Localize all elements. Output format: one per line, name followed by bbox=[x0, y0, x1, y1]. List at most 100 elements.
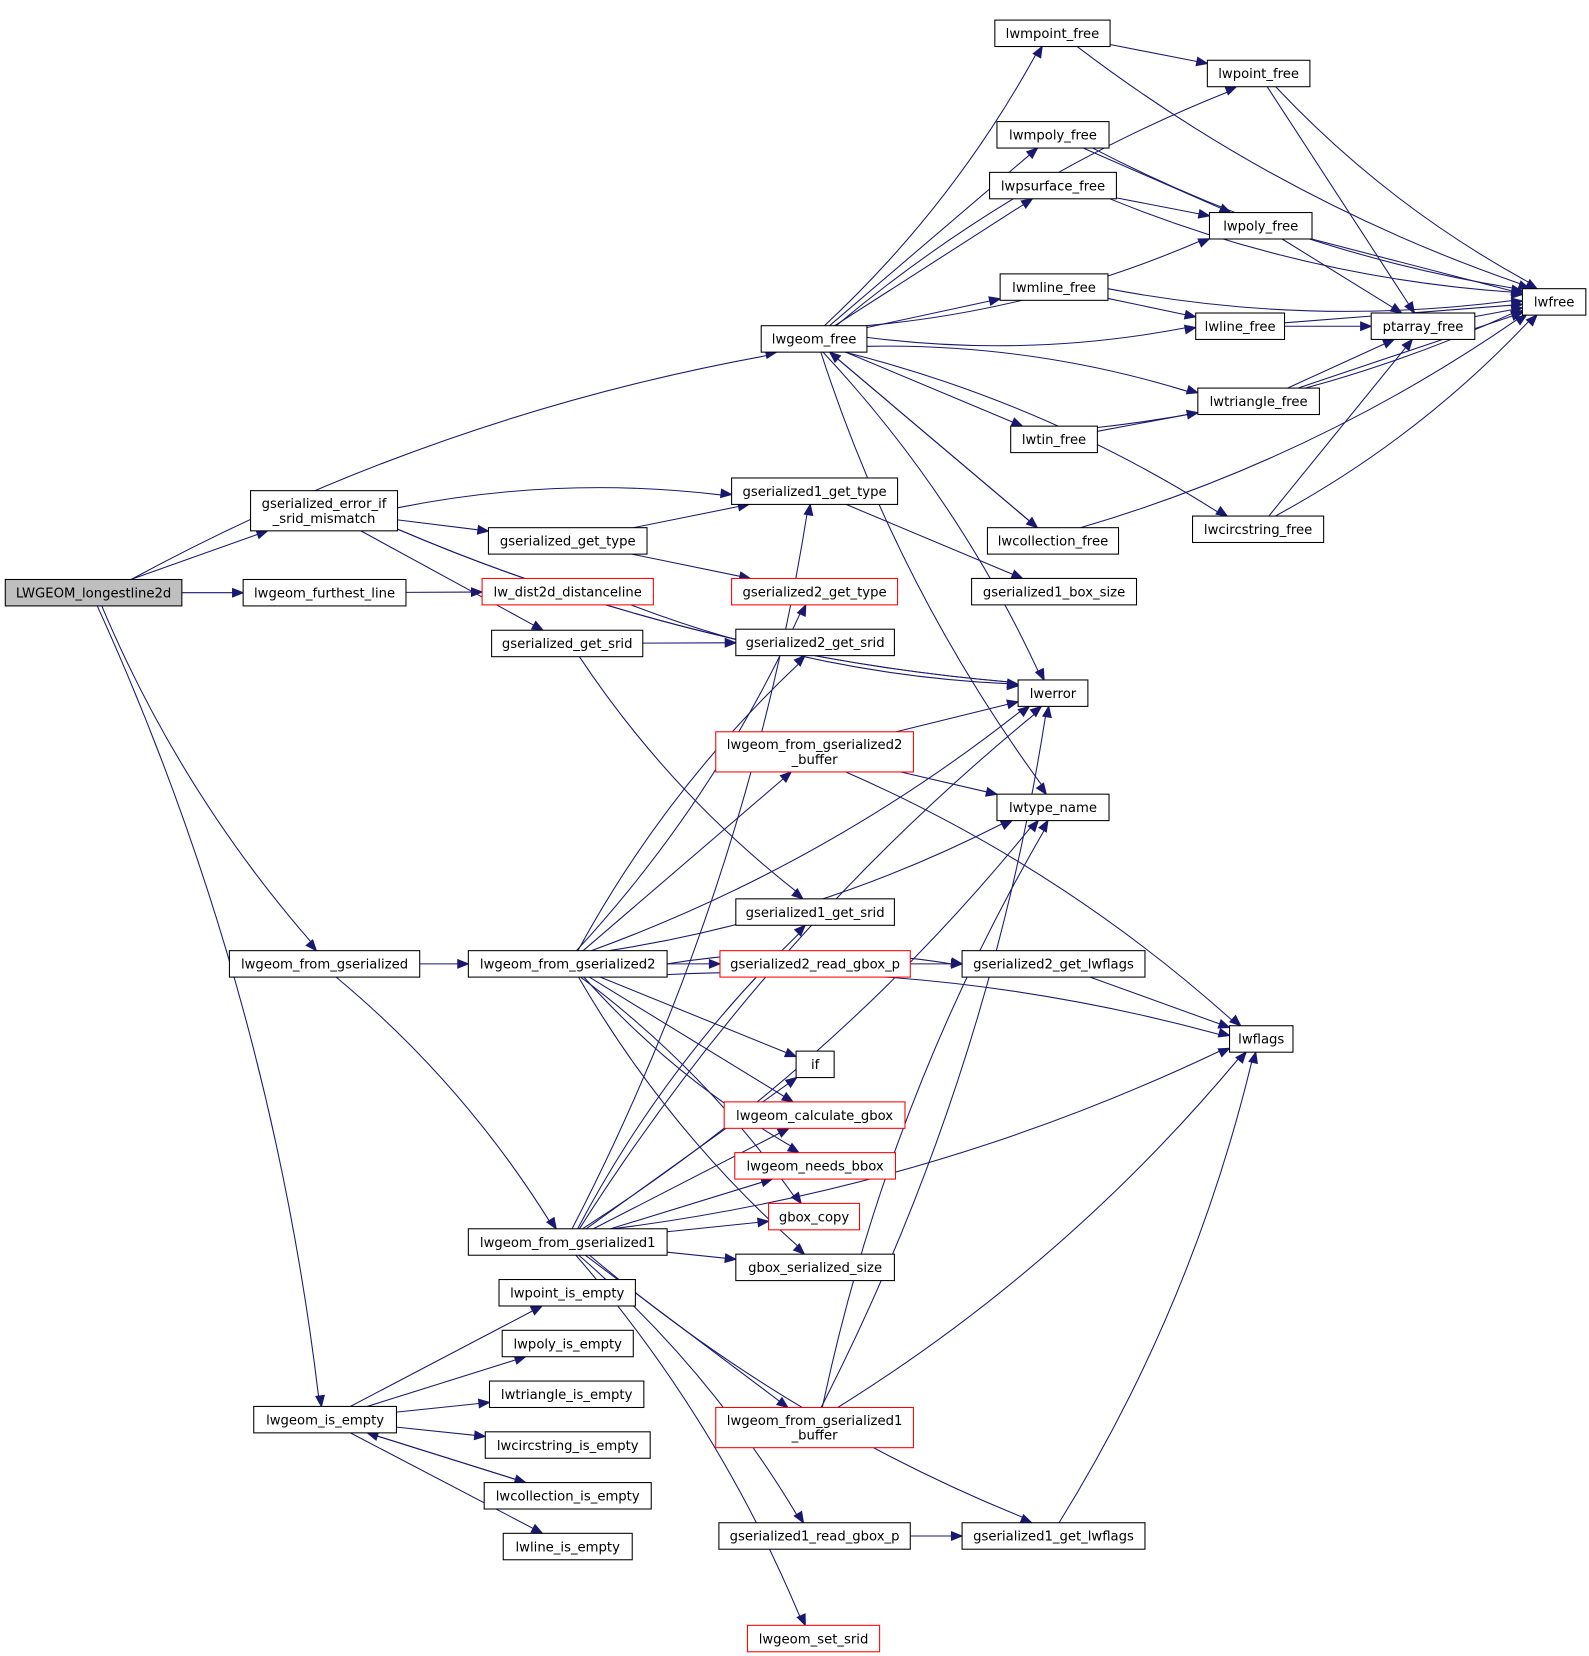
edge-root-to-lwgeom_from_gserialized bbox=[101, 605, 318, 952]
node-gserialized-error-if-srid-mismatch[interactable]: gserialized_error_if_srid_mismatch bbox=[250, 490, 399, 532]
edge-lwgeom_from_gserialized-to-lwgeom_from_gserialized1 bbox=[335, 976, 557, 1230]
node-if[interactable]: if bbox=[795, 1050, 835, 1079]
node-lwgeom-from-gserialized[interactable]: lwgeom_from_gserialized bbox=[228, 950, 421, 978]
node-lwgeom-free[interactable]: lwgeom_free bbox=[760, 325, 868, 353]
node-lwtriangle-free[interactable]: lwtriangle_free bbox=[1197, 387, 1320, 416]
arrowhead-icon bbox=[783, 1047, 798, 1058]
edge-line bbox=[396, 1426, 475, 1436]
node-gserialized2-get-lwflags[interactable]: gserialized2_get_lwflags bbox=[961, 950, 1146, 978]
edge-lwpoint_free-to-lwfree bbox=[1275, 86, 1539, 290]
node-lwpoint-is-empty[interactable]: lwpoint_is_empty bbox=[498, 1279, 636, 1307]
arrowhead-icon bbox=[1010, 417, 1024, 427]
node-gserialized1-box-size[interactable]: gserialized1_box_size bbox=[971, 577, 1138, 606]
arrowhead-icon bbox=[1510, 311, 1524, 321]
edge-line bbox=[837, 1058, 1239, 1408]
arrowhead-icon bbox=[530, 620, 545, 631]
node-lwgeom-is-empty[interactable]: lwgeom_is_empty bbox=[253, 1405, 397, 1434]
node-lwpoly-is-empty[interactable]: lwpoly_is_empty bbox=[501, 1329, 634, 1358]
node-box bbox=[989, 171, 1117, 200]
node-gserialized2-read-gbox-p[interactable]: gserialized2_read_gbox_p bbox=[719, 950, 911, 978]
arrowhead-icon bbox=[1032, 45, 1043, 59]
node-gserialized1-get-type[interactable]: gserialized1_get_type bbox=[731, 477, 899, 505]
node-lwpoly-free[interactable]: lwpoly_free bbox=[1208, 212, 1313, 240]
edge-lwmpoint_free-to-lwpoint_free bbox=[1109, 44, 1209, 67]
edge-lwgeom_from_gserialized2-to-lwtype_name bbox=[608, 819, 1014, 952]
node-label: ptarray_free bbox=[1383, 320, 1464, 335]
arrowhead-icon bbox=[1197, 208, 1211, 219]
node-gserialized1-read-gbox-p[interactable]: gserialized1_read_gbox_p bbox=[718, 1522, 911, 1550]
node-lwpsurface-free[interactable]: lwpsurface_free bbox=[989, 171, 1117, 200]
edge-lwgeom_from_gserialized2_buffer-to-lwtype_name bbox=[900, 771, 999, 797]
node-lwtriangle-is-empty[interactable]: lwtriangle_is_empty bbox=[488, 1380, 645, 1409]
node-lwline-free[interactable]: lwline_free bbox=[1195, 312, 1286, 340]
node-gserialized2-get-type[interactable]: gserialized2_get_type bbox=[731, 577, 899, 606]
arrowhead-icon bbox=[1229, 1014, 1242, 1027]
edge-line bbox=[577, 663, 799, 951]
node-lwgeom-from-gserialized1-buffer[interactable]: lwgeom_from_gserialized1_buffer bbox=[715, 1406, 914, 1449]
edge-lwpoly_free-to-ptarray_free bbox=[1281, 238, 1403, 314]
arrowhead-icon bbox=[1510, 286, 1524, 296]
edge-line bbox=[1474, 309, 1513, 318]
edge-lwgeom_free-to-lwmpoint_free bbox=[824, 45, 1043, 327]
node-lwgeom-calculate-gbox[interactable]: lwgeom_calculate_gbox bbox=[723, 1101, 906, 1129]
node-gbox-copy[interactable]: gbox_copy bbox=[768, 1202, 861, 1231]
node-label: lwgeom_free bbox=[772, 333, 857, 348]
node-lwcircstring-free[interactable]: lwcircstring_free bbox=[1192, 515, 1325, 544]
node-lw-dist2d-distanceline[interactable]: lw_dist2d_distanceline bbox=[481, 577, 654, 606]
edge-gserialized_get_type-to-gserialized2_get_type bbox=[631, 553, 752, 582]
node-lwtype-name[interactable]: lwtype_name bbox=[996, 793, 1110, 822]
node-lwmpoint-free[interactable]: lwmpoint_free bbox=[994, 19, 1111, 48]
node-label: lwpoly_free bbox=[1223, 220, 1298, 235]
edge-line bbox=[130, 355, 767, 580]
node-ptarray-free[interactable]: ptarray_free bbox=[1370, 312, 1476, 340]
edge-lwgeom_free-to-lwtriangle_free bbox=[866, 345, 1200, 395]
node-label: gserialized1_get_type bbox=[743, 485, 887, 500]
edge-lwgeom_from_gserialized1-to-lwflags bbox=[612, 1047, 1231, 1230]
node-lwgeom-from-gserialized1[interactable]: lwgeom_from_gserialized1 bbox=[467, 1228, 668, 1256]
edge-line bbox=[1275, 321, 1529, 517]
arrowhead-icon bbox=[724, 1253, 738, 1264]
node-lwcircstring-is-empty[interactable]: lwcircstring_is_empty bbox=[484, 1431, 651, 1459]
node-lwcollection-free[interactable]: lwcollection_free bbox=[986, 527, 1120, 555]
edge-lwgeom_from_gserialized1-to-gserialized1_get_type bbox=[571, 503, 814, 1230]
arrowhead-icon bbox=[1224, 86, 1238, 96]
node-gserialized-get-type[interactable]: gserialized_get_type bbox=[487, 527, 648, 555]
node-gbox-serialized-size[interactable]: gbox_serialized_size bbox=[735, 1253, 895, 1282]
node-gserialized1-get-lwflags[interactable]: gserialized1_get_lwflags bbox=[961, 1522, 1146, 1550]
node-lwgeom-from-gserialized2[interactable]: lwgeom_from_gserialized2 bbox=[467, 950, 668, 978]
node-lwcollection-is-empty[interactable]: lwcollection_is_empty bbox=[483, 1482, 652, 1510]
node-lwgeom-needs-bbox[interactable]: lwgeom_needs_bbox bbox=[734, 1152, 896, 1180]
node-lwmpoly-free[interactable]: lwmpoly_free bbox=[996, 121, 1110, 149]
node-box bbox=[994, 19, 1111, 48]
node-lwline-is-empty[interactable]: lwline_is_empty bbox=[502, 1532, 633, 1561]
node-lwtin-free[interactable]: lwtin_free bbox=[1010, 425, 1098, 454]
node-lwmline-free[interactable]: lwmline_free bbox=[999, 273, 1109, 301]
node-label: _buffer bbox=[791, 1429, 839, 1444]
arrowhead-icon bbox=[803, 503, 814, 517]
node-gserialized-get-srid[interactable]: gserialized_get_srid bbox=[491, 629, 644, 658]
node-box bbox=[1521, 288, 1587, 316]
edge-gserialized_get_srid-to-gserialized2_get_srid bbox=[642, 637, 738, 648]
node-lwflags[interactable]: lwflags bbox=[1229, 1025, 1294, 1053]
arrowhead-icon bbox=[1019, 1513, 1033, 1524]
node-lwerror[interactable]: lwerror bbox=[1017, 679, 1089, 707]
edge-line bbox=[360, 530, 534, 626]
node-lwgeom-from-gserialized2-buffer[interactable]: lwgeom_from_gserialized2_buffer bbox=[715, 731, 914, 773]
node-box bbox=[971, 577, 1138, 606]
node-gserialized1-get-srid[interactable]: gserialized1_get_srid bbox=[735, 898, 895, 926]
edge-line bbox=[822, 351, 1039, 672]
node-lwgeom-set-srid[interactable]: lwgeom_set_srid bbox=[746, 1624, 881, 1653]
node-box bbox=[467, 1228, 668, 1256]
node-lwgeom-furthest-line[interactable]: lwgeom_furthest_line bbox=[242, 578, 407, 607]
node-lwfree[interactable]: lwfree bbox=[1521, 288, 1587, 316]
node-lwpoint-free[interactable]: lwpoint_free bbox=[1206, 59, 1311, 88]
edge-line bbox=[667, 1251, 726, 1259]
arrowhead-icon bbox=[796, 1613, 806, 1627]
node-box bbox=[467, 950, 668, 978]
edge-lwgeom_from_gserialized1-to-lwgeom_calculate_gbox bbox=[593, 1127, 791, 1230]
edge-lwgeom_free-to-lwtype_name bbox=[820, 351, 1048, 796]
node-gserialized2-get-srid[interactable]: gserialized2_get_srid bbox=[735, 628, 895, 657]
node-box bbox=[731, 577, 899, 606]
arrowhead-icon bbox=[1035, 782, 1048, 796]
edge-lwgeom_is_empty-to-lwtriangle_is_empty bbox=[396, 1398, 491, 1413]
